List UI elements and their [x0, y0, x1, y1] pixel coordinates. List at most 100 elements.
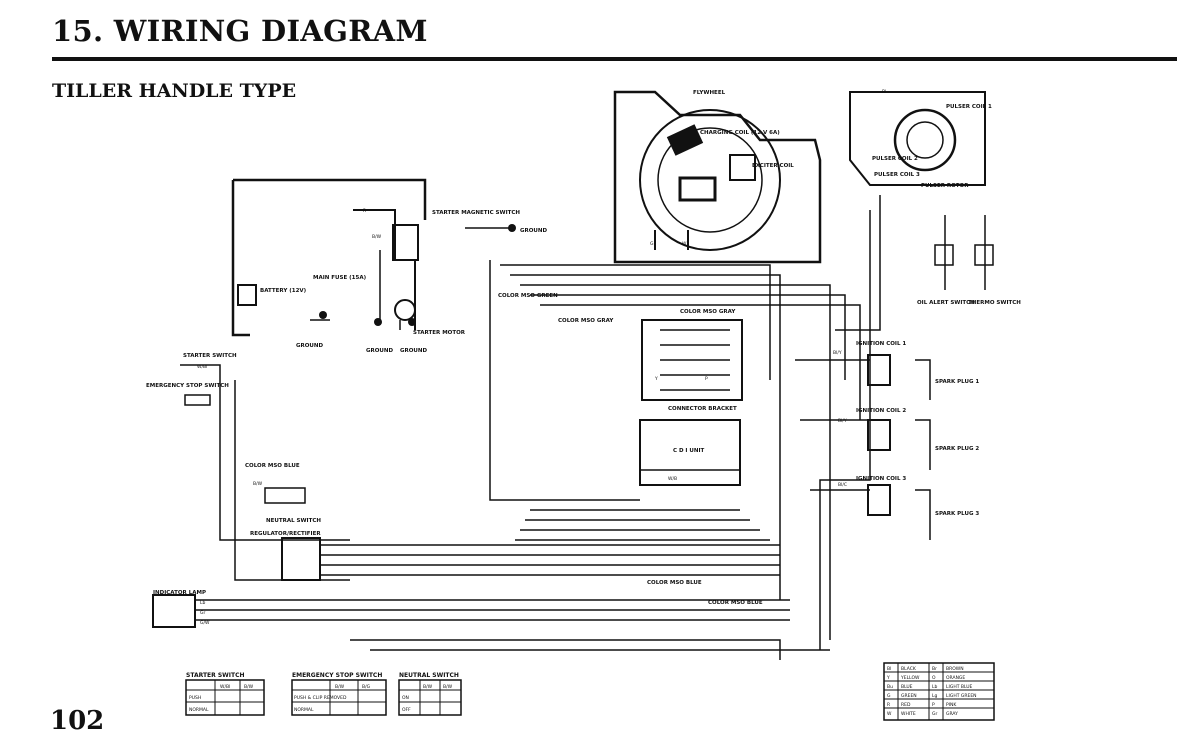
- starter-col-1: W/Bl: [220, 684, 230, 690]
- starter-switch-table: [185, 679, 265, 716]
- ignition-coil-1-label: IGNITION COIL 1: [856, 341, 906, 347]
- neutral-row-2: OFF: [402, 707, 411, 713]
- wire-tag-gr: Gr: [200, 610, 205, 616]
- thermo-switch-label: THERMO SWITCH: [968, 300, 1021, 306]
- legend-name-2: LIGHT GREEN: [946, 693, 977, 699]
- legend-name: BLACK: [901, 666, 917, 672]
- legend-code: Y: [886, 675, 890, 681]
- regulator-rectifier: [281, 537, 321, 581]
- neutral-switch-label: NEUTRAL SWITCH: [266, 518, 321, 524]
- flywheel-frame: [613, 90, 822, 264]
- wire-tag-w: W: [682, 241, 687, 247]
- legend-name: RED: [901, 702, 911, 708]
- title-rule: [52, 57, 1177, 61]
- wire-tag-wb: W/Bl: [197, 364, 207, 370]
- pulser-coil-1-label: PULSER COIL 1: [946, 104, 992, 110]
- harness-vertical-1: [489, 260, 640, 501]
- wire-tag-bw2: B/W: [253, 481, 263, 487]
- wire-tag-by: Bl/Y: [838, 418, 847, 424]
- emergency-switch-table: [291, 679, 387, 716]
- connector-bracket: [641, 319, 743, 401]
- legend-name-2: GRAY: [946, 711, 958, 717]
- legend-code-2: O: [932, 675, 936, 681]
- cdi-unit-label: C D I UNIT: [673, 448, 705, 454]
- ground-label-4: GROUND: [400, 348, 427, 354]
- neutral-switch-table-title: NEUTRAL SWITCH: [399, 672, 459, 679]
- legend-code-2: Br: [932, 666, 937, 672]
- wire-tag-lb: Lb: [200, 600, 206, 606]
- starter-motor-label: STARTER MOTOR: [413, 330, 466, 336]
- starter-switch-label: STARTER SWITCH: [183, 353, 237, 359]
- ground-label-3: GROUND: [366, 348, 393, 354]
- color-legend-table: [883, 662, 995, 721]
- emergency-stop-switch-label: EMERGENCY STOP SWITCH: [146, 383, 229, 389]
- legend-code: Bu: [887, 684, 893, 690]
- wire-tag-bi: Bl: [882, 89, 886, 95]
- emergency-row-2: NORMAL: [294, 707, 314, 713]
- oil-alert-switch-label: OIL ALERT SWITCH: [917, 300, 975, 306]
- page-number: 102: [50, 706, 105, 736]
- starter-magnetic-switch-label: STARTER MAGNETIC SWITCH: [432, 210, 520, 216]
- flywheel-label: FLYWHEEL: [693, 90, 726, 96]
- starter-col-2: B/W: [244, 684, 254, 690]
- cdi-unit: [639, 419, 741, 486]
- legend-name: BLUE: [901, 684, 913, 690]
- indicator-lamp-label: INDICATOR LAMP: [153, 590, 206, 596]
- page-subtitle: TILLER HANDLE TYPE: [52, 80, 297, 102]
- ignition-coil-2-label: IGNITION COIL 2: [856, 408, 906, 414]
- legend-name: YELLOW: [900, 675, 920, 681]
- wire-tag-bc: Bl/C: [838, 482, 847, 488]
- color-mso-blue-label-2: COLOR MSO BLUE: [647, 580, 702, 586]
- legend-name-2: LIGHT BLUE: [946, 684, 973, 690]
- wire-tag-bw: B/W: [372, 234, 382, 240]
- wire-tag-bly: Bl/Y: [833, 350, 842, 356]
- battery-label: BATTERY (12V): [260, 288, 307, 294]
- starter-row-2: NORMAL: [189, 707, 209, 713]
- emergency-switch-table-title: EMERGENCY STOP SWITCH: [292, 672, 382, 679]
- flywheel-circle: [639, 109, 781, 251]
- wire-tag-gw: G/W: [200, 620, 210, 626]
- color-mso-blue-label: COLOR MSO BLUE: [245, 463, 300, 469]
- spark-plug-3-label: SPARK PLUG 3: [935, 511, 979, 517]
- pulser-coil-3-label: PULSER COIL 3: [874, 172, 920, 178]
- connector-bracket-label: CONNECTOR BRACKET: [668, 406, 737, 412]
- wire-tag-y: Y: [654, 376, 658, 382]
- wire-tag-ww: W/B: [668, 476, 677, 482]
- legend-code-2: Lg: [932, 693, 938, 699]
- color-mso-gray-label-2: COLOR MSO GRAY: [680, 309, 736, 315]
- neutral-col-1: B/W: [423, 684, 433, 690]
- main-fuse-label: MAIN FUSE (15A): [313, 275, 367, 281]
- legend-name-2: PINK: [946, 702, 957, 708]
- legend-code-2: Gr: [932, 711, 937, 717]
- ground-label-1: GROUND: [520, 228, 547, 234]
- exciter-coil-label: EXCITER COIL: [752, 163, 794, 169]
- wire-tag-g: G: [650, 241, 654, 247]
- legend-name-2: ORANGE: [946, 675, 965, 681]
- color-mso-blue-label-3: COLOR MSO BLUE: [708, 600, 763, 606]
- wire-tag-p: P: [705, 376, 708, 382]
- regulator-rectifier-label: REGULATOR/RECTIFIER: [250, 531, 321, 537]
- color-mso-green-label: COLOR MSO GREEN: [498, 293, 558, 299]
- neutral-col-2: B/W: [443, 684, 453, 690]
- emergency-col-1: B/W: [335, 684, 345, 690]
- grounds: [319, 224, 516, 326]
- color-mso-gray-label: COLOR MSO GRAY: [558, 318, 614, 324]
- legend-name: WHITE: [901, 711, 916, 717]
- spark-plug-1-label: SPARK PLUG 1: [935, 379, 979, 385]
- legend-name: GREEN: [901, 693, 917, 699]
- pulser-frame: [849, 91, 986, 186]
- legend-code-2: P: [932, 702, 935, 708]
- spark-plug-2-label: SPARK PLUG 2: [935, 446, 979, 452]
- wire-tag-r: R: [363, 208, 366, 214]
- starter-row-1: PUSH: [189, 695, 201, 701]
- legend-code-2: Lb: [932, 684, 938, 690]
- starter-switch-table-title: STARTER SWITCH: [186, 672, 245, 679]
- legend-name-2: BROWN: [946, 666, 964, 672]
- pulser-rotor-label: PULSER ROTOR: [921, 183, 969, 189]
- legend-code: R: [887, 702, 890, 708]
- emergency-col-2: B/G: [362, 684, 371, 690]
- indicator-lamp: [152, 594, 196, 628]
- ground-label-2: GROUND: [296, 343, 323, 349]
